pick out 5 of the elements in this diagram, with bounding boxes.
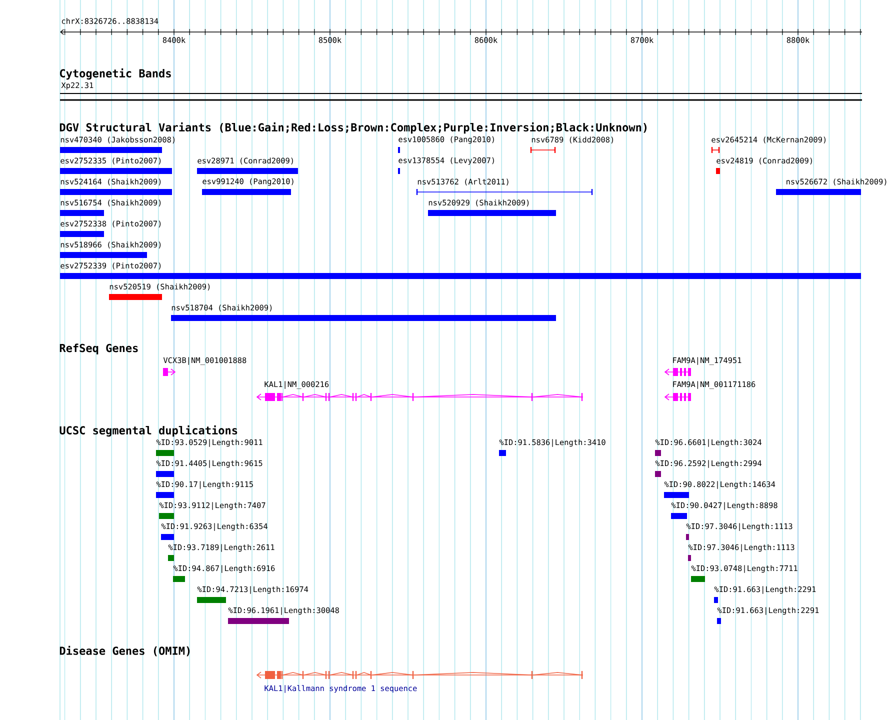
track-title: UCSC segmental duplications [60, 425, 238, 437]
track-title: RefSeq Genes [60, 344, 138, 354]
track-title: Cytogenetic Bands [60, 68, 171, 80]
track-title: Disease Genes (OMIM) [60, 646, 190, 656]
track-title: DGV Structural Variants (Blue:Gain;Red:Loss;Brown:Complex;Purple:Inversion;Black:Unknown) [60, 122, 646, 134]
